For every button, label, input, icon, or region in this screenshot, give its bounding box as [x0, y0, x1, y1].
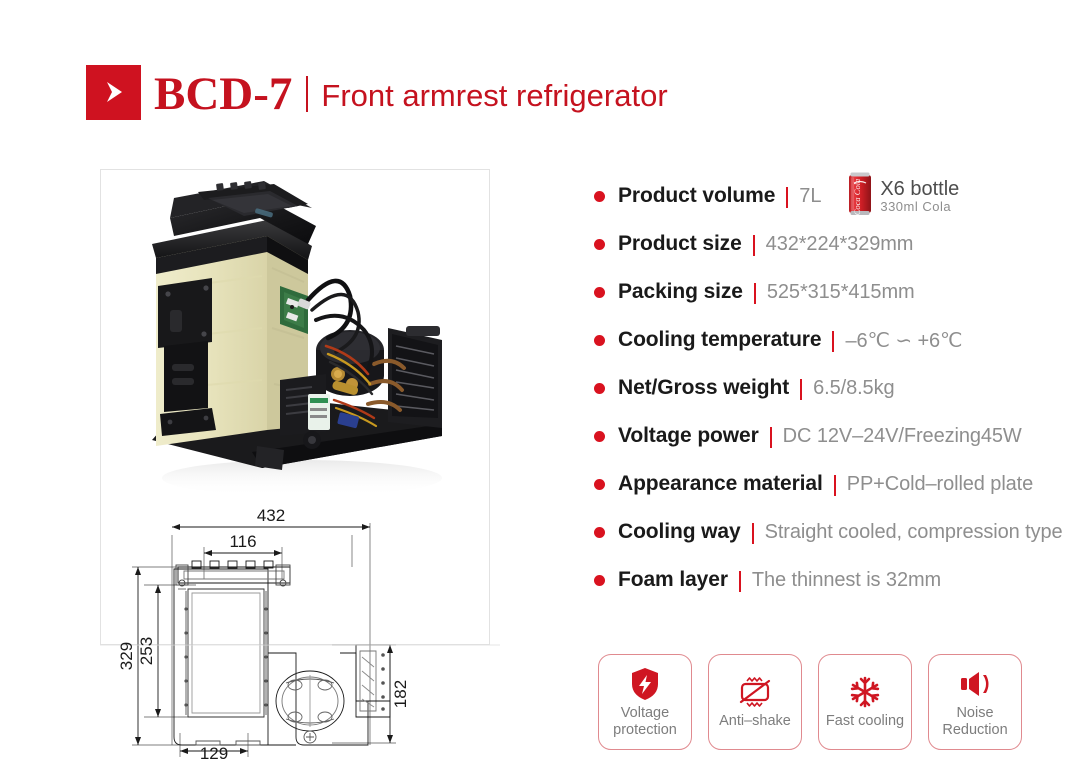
dimension-overall-height: 329	[117, 642, 136, 670]
cola-can-icon: Coca Cola	[847, 171, 873, 222]
bullet-icon	[594, 478, 605, 490]
cola-capacity-note: Coca Cola X6 bottle 330ml Cola	[847, 171, 959, 222]
product-photo	[112, 178, 482, 508]
dimension-overall-width: 432	[257, 506, 285, 525]
spec-row-appearance-material: Appearance material PP+Cold–rolled plate	[594, 460, 1080, 508]
spec-label: Foam layer	[618, 568, 728, 591]
spec-label: Voltage power	[618, 424, 759, 447]
spec-label: Appearance material	[618, 472, 823, 495]
badge-label: Fast cooling	[825, 713, 905, 730]
bullet-icon	[594, 526, 605, 538]
badge-label: Anti–shake	[719, 713, 791, 730]
spec-row-foam-layer: Foam layer The thinnest is 32mm	[594, 556, 1080, 604]
bullet-icon	[594, 286, 605, 298]
spec-separator	[738, 570, 741, 592]
bullet-icon	[594, 190, 605, 202]
specifications-list: Product volume 7L	[594, 172, 1080, 604]
anti-shake-icon	[736, 673, 774, 711]
cola-count: X6 bottle	[880, 177, 960, 200]
spec-separator	[800, 378, 803, 400]
dimension-top-width: 116	[229, 532, 256, 551]
dimension-cabinet-height: 253	[137, 637, 156, 665]
spec-row-cooling-temperature: Cooling temperature –6℃ ∽ +6℃	[594, 316, 1080, 364]
spec-row-net-gross-weight: Net/Gross weight 6.5/8.5kg	[594, 364, 1080, 412]
spec-separator	[752, 234, 755, 256]
svg-text:Coca Cola: Coca Cola	[852, 178, 862, 215]
spec-value: 7L	[799, 184, 822, 207]
spec-row-cooling-way: Cooling way Straight cooled, compression…	[594, 508, 1080, 556]
bullet-icon	[594, 238, 605, 250]
dimension-right-height: 182	[391, 680, 410, 708]
page-header: BCD-7 Front armrest refrigerator	[86, 62, 668, 122]
spec-value: 525*315*415mm	[766, 280, 915, 303]
bullet-icon	[594, 574, 605, 586]
product-model: BCD-7	[154, 67, 293, 120]
spec-separator	[751, 522, 754, 544]
spec-row-product-volume: Product volume 7L	[594, 172, 1080, 220]
spec-label: Cooling way	[618, 520, 741, 543]
spec-value: Straight cooled, compression type	[764, 520, 1063, 543]
bullet-icon	[594, 334, 605, 346]
spec-label: Cooling temperature	[618, 328, 822, 351]
dimension-base-width: 129	[200, 744, 228, 761]
cola-size: 330ml Cola	[880, 198, 952, 214]
spec-label: Packing size	[618, 280, 743, 303]
arrow-right-chevron-icon	[97, 75, 131, 109]
spec-label: Product size	[618, 232, 742, 255]
spec-row-voltage-power: Voltage power DC 12V–24V/Freezing45W	[594, 412, 1080, 460]
spec-value: DC 12V–24V/Freezing45W	[782, 424, 1022, 447]
speaker-noise-icon	[958, 665, 992, 703]
brand-logo-mark	[86, 64, 141, 120]
technical-drawing: 432 116 129 329 253 182	[100, 505, 500, 763]
spec-value: The thinnest is 32mm	[751, 568, 942, 591]
badge-fast-cooling: Fast cooling	[818, 654, 912, 750]
spec-row-packing-size: Packing size 525*315*415mm	[594, 268, 1080, 316]
spec-separator	[833, 474, 836, 496]
spec-value: PP+Cold–rolled plate	[846, 472, 1034, 495]
badge-anti-shake: Anti–shake	[708, 654, 802, 750]
header-separator	[306, 76, 309, 112]
spec-row-product-size: Product size 432*224*329mm	[594, 220, 1080, 268]
cola-text: X6 bottle 330ml Cola	[880, 178, 959, 215]
page-title: Front armrest refrigerator	[321, 77, 668, 113]
spec-separator	[769, 426, 772, 448]
snowflake-icon	[848, 673, 882, 711]
spec-label: Product volume	[618, 184, 776, 207]
shield-lightning-icon	[630, 665, 660, 703]
bullet-icon	[594, 382, 605, 394]
spec-separator	[753, 282, 756, 304]
bullet-icon	[594, 430, 605, 442]
spec-separator	[786, 186, 789, 208]
spec-value: 6.5/8.5kg	[813, 376, 895, 399]
spec-label: Net/Gross weight	[618, 376, 790, 399]
spec-separator	[832, 330, 835, 352]
spec-value: 432*224*329mm	[765, 232, 914, 255]
spec-value: –6℃ ∽ +6℃	[845, 329, 963, 352]
